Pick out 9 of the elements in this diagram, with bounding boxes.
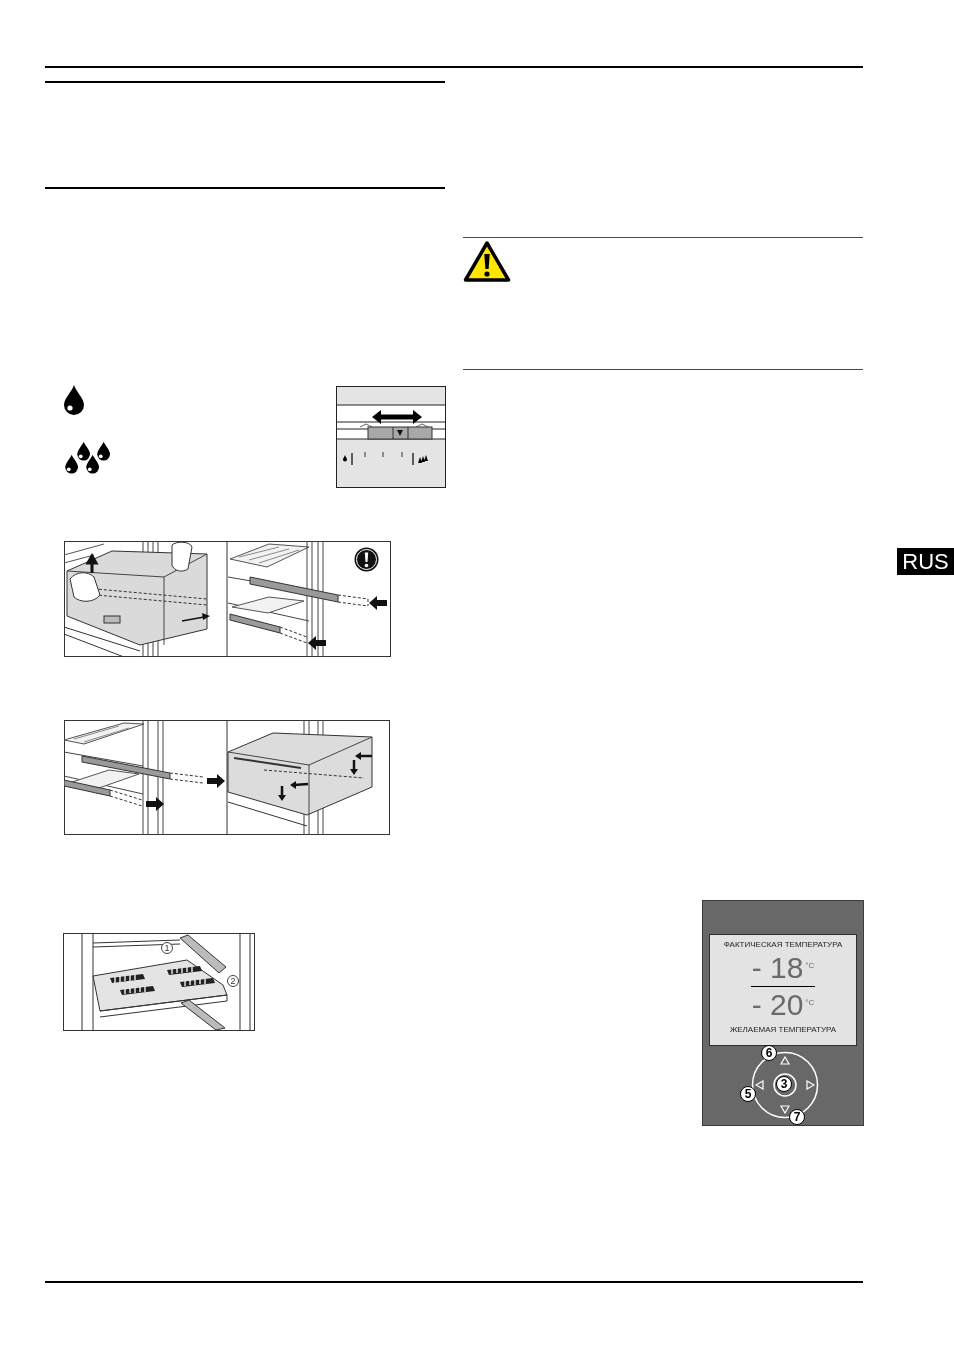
display-screen <box>709 934 857 1046</box>
unit-label: °C <box>805 962 815 970</box>
temperature-value: - 20 <box>751 990 804 1020</box>
language-tab <box>897 548 954 575</box>
display-caption: ЖЕЛАЕМАЯ ТЕМПЕРАТУРА <box>729 1025 837 1035</box>
display-caption: ФАКТИЧЕСКАЯ ТЕМПЕРАТУРА <box>723 940 843 950</box>
unit-label: °C <box>805 999 815 1007</box>
temperature-value: - 18 <box>751 953 804 983</box>
tab-label: RUS <box>902 550 949 573</box>
